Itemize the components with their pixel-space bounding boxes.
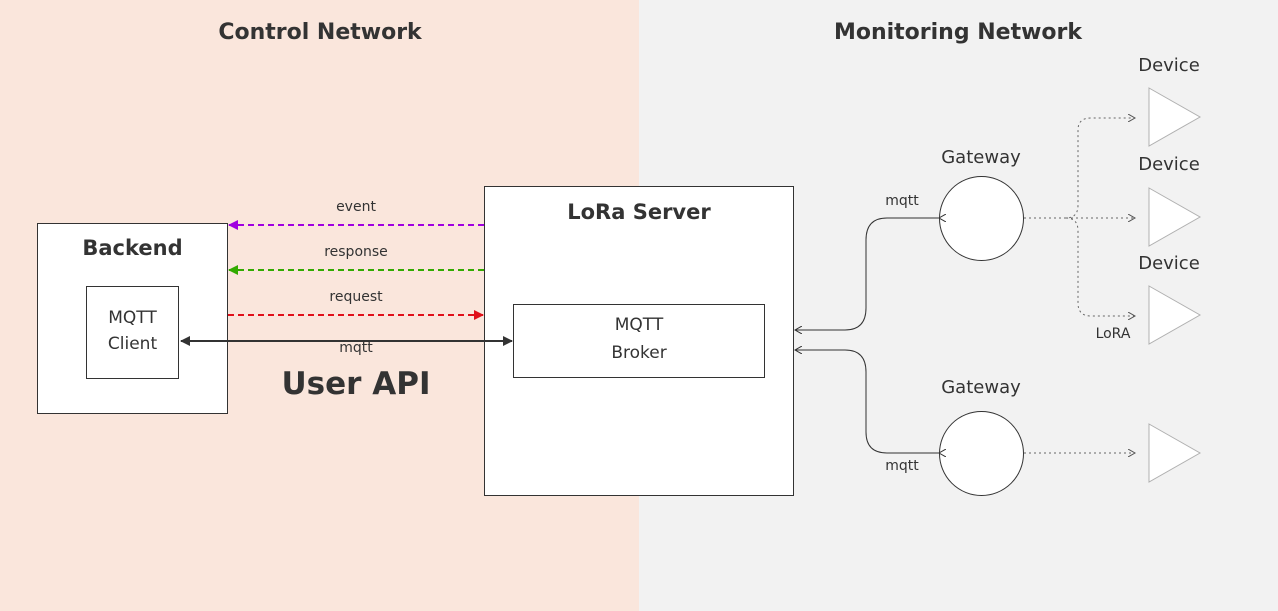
gateway-1-to-server-link: [795, 218, 939, 330]
device-1-triangle: [1148, 87, 1202, 147]
gateway-1-mqtt-label: mqtt: [885, 193, 919, 209]
device-4-triangle: [1148, 423, 1202, 483]
device-3-label: Device: [1138, 253, 1200, 274]
lora-link-device-1: [1024, 118, 1135, 219]
lora-link-device-3: [1065, 217, 1135, 316]
gateway-1-node: [939, 176, 1024, 261]
mqtt-broker-label-line2: Broker: [611, 343, 667, 363]
user-api-label: User API: [281, 366, 431, 402]
gateway-2-label: Gateway: [941, 377, 1021, 398]
mqtt-client-label-line2: Client: [107, 334, 158, 354]
mqtt-client-box: [86, 286, 179, 379]
gateway-2-node: [939, 411, 1024, 496]
request-link-label: request: [329, 289, 383, 305]
mqtt-broker-label-line1: MQTT: [614, 315, 664, 335]
control-network-title: Control Network: [218, 20, 422, 45]
device-2-label: Device: [1138, 154, 1200, 175]
mqtt-broker-box: [513, 304, 765, 378]
gateway-2-mqtt-label: mqtt: [885, 458, 919, 474]
gateway-2-to-server-link: [795, 350, 939, 453]
event-link-label: event: [336, 199, 376, 215]
mqtt-client-label-line1: MQTT: [108, 308, 157, 328]
device-2-triangle: [1148, 187, 1202, 247]
lora-server-title: LoRa Server: [567, 200, 711, 224]
device-3-triangle: [1148, 285, 1202, 345]
response-link-label: response: [324, 244, 388, 260]
device-1-label: Device: [1138, 55, 1200, 76]
lora-radio-label: LoRA: [1095, 326, 1131, 342]
backend-title: Backend: [82, 236, 183, 260]
monitoring-network-title: Monitoring Network: [833, 20, 1083, 45]
gateway-1-label: Gateway: [941, 147, 1021, 168]
